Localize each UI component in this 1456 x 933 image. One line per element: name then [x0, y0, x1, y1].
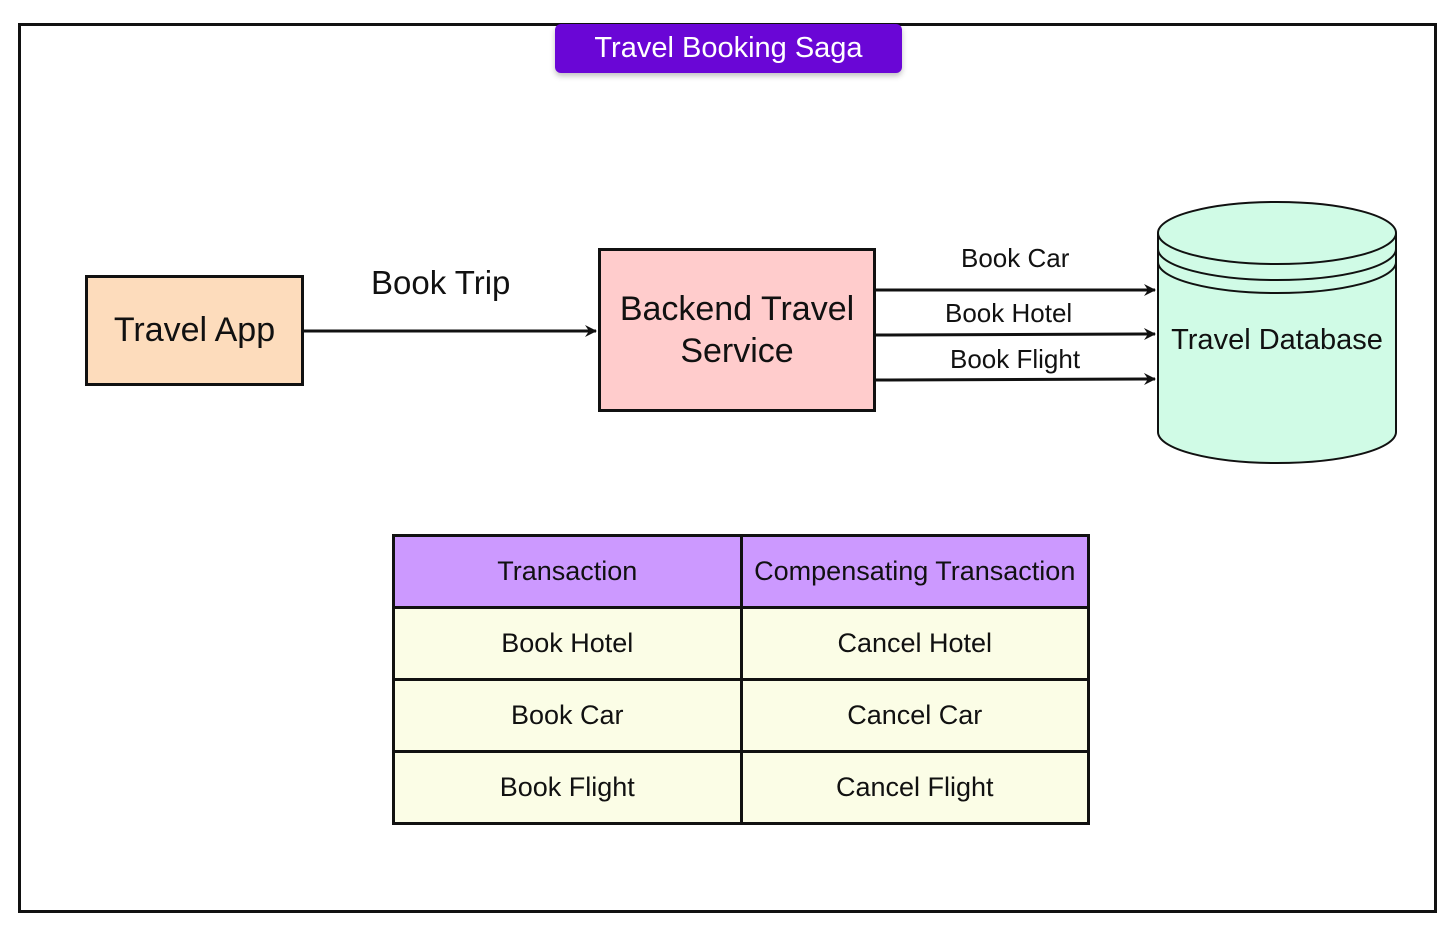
- travel-database-label: Travel Database: [1171, 324, 1383, 356]
- book-hotel-label: Book Hotel: [945, 298, 1073, 328]
- database-ring-2: [1157, 261, 1397, 294]
- saga-transaction-table: Transaction Compensating Transaction Boo…: [392, 534, 1090, 825]
- book-hotel-arrow: [875, 328, 1156, 341]
- travel-app-node: Travel App: [85, 275, 304, 386]
- database-body: [1157, 233, 1397, 464]
- database-top: [1157, 201, 1397, 265]
- compensating-cell: Cancel Hotel: [739, 606, 1090, 681]
- compensating-cell: Cancel Car: [739, 678, 1090, 753]
- travel-database-cylinder: [1157, 201, 1397, 464]
- table-row: Book Flight Cancel Flight: [392, 750, 1090, 825]
- book-flight-label: Book Flight: [950, 344, 1081, 374]
- header-compensating-transaction: Compensating Transaction: [739, 534, 1090, 609]
- backend-travel-service-node: Backend Travel Service: [598, 248, 876, 412]
- database-ring-1: [1157, 248, 1397, 281]
- compensating-cell: Cancel Flight: [739, 750, 1090, 825]
- table-header-row: Transaction Compensating Transaction: [392, 534, 1090, 609]
- table-row: Book Hotel Cancel Hotel: [392, 606, 1090, 681]
- transaction-cell: Book Hotel: [392, 606, 743, 681]
- diagram-title: Travel Booking Saga: [555, 24, 902, 73]
- header-transaction: Transaction: [392, 534, 743, 609]
- book-flight-arrow: [875, 373, 1156, 386]
- table-row: Book Car Cancel Car: [392, 678, 1090, 753]
- book-car-label: Book Car: [961, 243, 1070, 273]
- transaction-cell: Book Car: [392, 678, 743, 753]
- transaction-cell: Book Flight: [392, 750, 743, 825]
- book-trip-label: Book Trip: [371, 264, 511, 301]
